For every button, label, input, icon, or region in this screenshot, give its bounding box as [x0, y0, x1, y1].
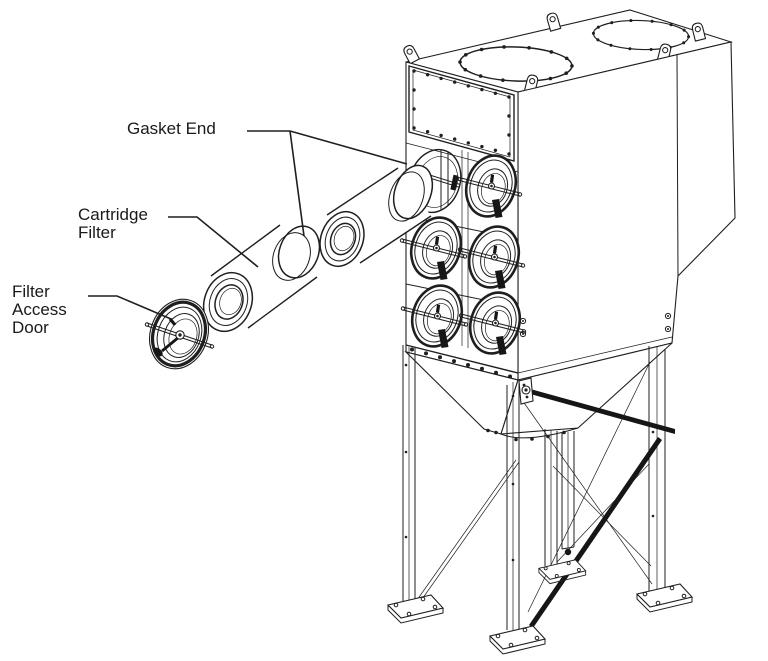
hopper — [404, 342, 673, 442]
foot-pad — [636, 583, 693, 613]
support-stand — [387, 345, 693, 655]
exploded-parts — [144, 164, 434, 370]
rear-left-leg — [544, 429, 558, 566]
cartridge-filter-at-port — [319, 164, 434, 268]
rear-right-leg — [648, 346, 666, 594]
callout-text-line: Access — [12, 300, 67, 319]
callout-filter-access-door-label: Filter Access Door — [12, 283, 67, 337]
chute-knob — [564, 548, 572, 556]
filter-access-door-leader-line — [88, 295, 172, 320]
cartridge-filter — [202, 224, 321, 333]
dust-collector — [387, 9, 736, 655]
callout-text-line: Cartridge — [78, 205, 148, 224]
callout-cartridge-filter-label: Cartridge Filter — [78, 206, 148, 242]
gasket-end-cap — [277, 225, 321, 279]
side-face-bolts — [519, 312, 672, 338]
foot-pad — [387, 594, 444, 624]
callout-text: Gasket End — [127, 119, 216, 138]
door-handle — [161, 335, 180, 353]
gasket-end-cap — [392, 164, 434, 220]
collector-side-face — [517, 41, 736, 381]
front-left-leg — [402, 345, 416, 604]
callout-text-line: Filter — [78, 223, 116, 242]
callout-gasket-end-label: Gasket End — [127, 120, 216, 138]
callout-text-line: Door — [12, 318, 49, 337]
gasket-end-leader-line — [247, 130, 408, 237]
lifting-lug — [401, 43, 420, 65]
front-right-leg — [506, 380, 520, 630]
hopper-discharge-chute — [561, 431, 575, 556]
bolted-access-panel — [408, 65, 515, 162]
callout-text-line: Filter — [12, 282, 50, 301]
hopper-support-bar — [523, 387, 675, 434]
foot-pad — [489, 625, 546, 655]
leader-lines — [88, 130, 408, 320]
lifting-lug — [545, 11, 562, 32]
cartridge-filter-leader-line — [168, 216, 259, 268]
